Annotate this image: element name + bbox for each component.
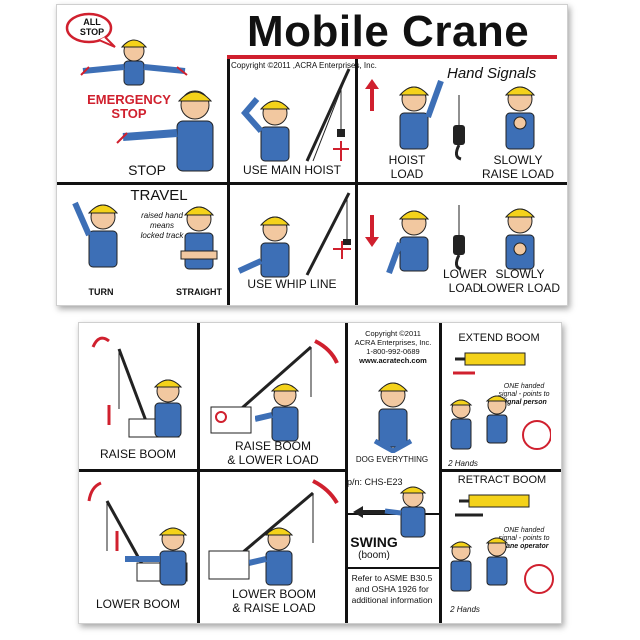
- worker-figure-icon: [441, 393, 551, 463]
- worker-figure-icon: [79, 31, 189, 91]
- arrow-left-icon: [351, 505, 387, 519]
- card-title: Mobile Crane: [247, 7, 530, 56]
- use-main-hoist-label: USE MAIN HOIST: [242, 163, 341, 177]
- crane-boom-icon: [203, 473, 345, 583]
- dog-everything-label: DOG EVERYTHING: [355, 455, 429, 464]
- crane-boom-icon: [303, 189, 353, 279]
- grid-divider: [439, 469, 561, 472]
- straight-label: STRAIGHT: [176, 287, 222, 297]
- crane-boom-icon: [451, 347, 541, 377]
- hook-block-icon: [449, 205, 469, 275]
- lower-boom-label: LOWER BOOM: [95, 597, 180, 611]
- worker-figure-icon: [255, 375, 315, 445]
- lower-boom-raise-load-label: LOWER BOOM& RAISE LOAD: [231, 587, 316, 615]
- grid-divider: [79, 469, 345, 472]
- crane-boom-icon: [303, 65, 353, 165]
- worker-figure-icon: [441, 535, 555, 605]
- raise-boom-label: RAISE BOOM: [99, 447, 176, 461]
- hand-signals-card-2: RAISE BOOM RAISE BOOM& LOWER LOAD Copyri…: [78, 322, 562, 624]
- crane-boom-icon: [205, 327, 345, 437]
- worker-figure-icon: [115, 81, 225, 176]
- arrow-down-icon: [362, 211, 382, 251]
- hook-block-icon: [449, 95, 469, 165]
- arrow-up-icon: [362, 75, 382, 115]
- grid-divider: [345, 567, 439, 569]
- worker-figure-icon: [485, 71, 555, 151]
- part-number: p/n: CHS-E23: [347, 477, 403, 487]
- worker-figure-icon: [379, 71, 449, 151]
- grid-divider: [57, 182, 567, 185]
- two-hands-label: 2 Hands: [448, 459, 478, 468]
- turn-label: TURN: [88, 287, 114, 297]
- worker-figure-icon: [249, 519, 309, 589]
- extend-boom-label: EXTEND BOOM: [458, 332, 540, 344]
- raise-boom-lower-load-label: RAISE BOOM& LOWER LOAD: [227, 439, 319, 467]
- worker-figure-icon: [383, 481, 439, 541]
- worker-figure-icon: [363, 373, 423, 453]
- use-whip-line-label: USE WHIP LINE: [247, 277, 337, 291]
- worker-figure-icon: [485, 193, 555, 273]
- worker-figure-icon: [169, 195, 229, 275]
- stop-label: STOP: [128, 162, 166, 178]
- travel-label: TRAVEL: [130, 187, 188, 204]
- card-subtitle: Hand Signals: [447, 65, 537, 82]
- crane-boom-icon: [453, 489, 549, 523]
- swing-label: SWING (boom): [350, 534, 398, 561]
- worker-figure-icon: [235, 83, 305, 163]
- worker-figure-icon: [63, 189, 133, 279]
- title-underline: [227, 55, 557, 59]
- worker-figure-icon: [379, 195, 449, 275]
- retract-boom-label: RETRACT BOOM: [457, 474, 547, 486]
- grid-divider: [439, 323, 442, 623]
- two-hands-label: 2 Hands: [450, 605, 480, 614]
- worker-figure-icon: [143, 371, 193, 441]
- all-stop-bubble: [65, 11, 117, 49]
- worker-figure-icon: [235, 201, 305, 281]
- hand-signals-card-1: Mobile Crane Copyright ©2011 ,ACRA Enter…: [56, 4, 568, 306]
- worker-figure-icon: [123, 521, 197, 591]
- copyright-text: Copyright ©2011 ,ACRA Enterprises, Inc.: [231, 61, 377, 70]
- grid-divider: [345, 323, 348, 623]
- grid-divider: [197, 323, 200, 623]
